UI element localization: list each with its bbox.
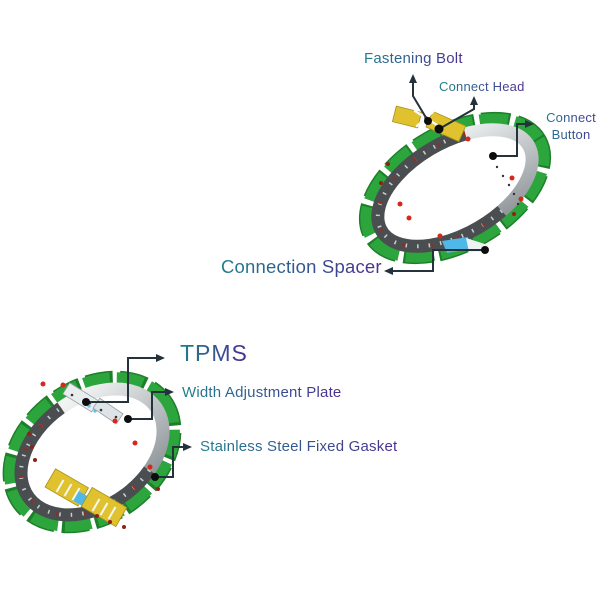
leader-line-fastening-bolt bbox=[409, 74, 429, 122]
plate-rivet-dot bbox=[99, 408, 103, 412]
leader-line-width-adjustment-plate bbox=[128, 388, 174, 420]
red-marker-dot bbox=[437, 233, 443, 239]
dark-red-marker-dot bbox=[122, 525, 126, 529]
dark-red-marker-dot bbox=[108, 520, 112, 524]
leader-line-connect-head bbox=[438, 96, 478, 130]
bolt-hole-dot bbox=[501, 174, 505, 178]
connector-stripe bbox=[91, 498, 101, 512]
anchor-dot-tpms bbox=[82, 398, 90, 406]
red-marker-dot bbox=[518, 196, 524, 202]
bolt-hole-dot bbox=[516, 202, 520, 206]
red-marker-dot bbox=[112, 418, 118, 424]
red-marker-dot bbox=[147, 464, 153, 470]
plate-rivet-dot bbox=[70, 393, 74, 397]
dark-red-marker-dot bbox=[156, 487, 160, 491]
connector-stripe bbox=[55, 479, 65, 493]
label-width-adjustment-plate: Width Adjustment Plate bbox=[182, 384, 342, 401]
leader-line-stainless-steel-fixed-gasket bbox=[155, 443, 192, 478]
top-ring-illustration bbox=[358, 105, 552, 265]
connector-stripe bbox=[107, 506, 117, 520]
leader-line-connection-spacer bbox=[384, 249, 485, 275]
connector-stripe bbox=[71, 487, 81, 501]
red-marker-dot bbox=[465, 136, 471, 142]
bolt-hole-dot bbox=[512, 192, 516, 196]
connector-stripe bbox=[99, 502, 109, 516]
label-stainless-steel-fixed-gasket: Stainless Steel Fixed Gasket bbox=[200, 438, 398, 455]
dark-red-marker-dot bbox=[95, 514, 99, 518]
red-marker-dot bbox=[509, 175, 515, 181]
red-marker-dot bbox=[60, 382, 66, 388]
red-marker-dot bbox=[132, 440, 138, 446]
dark-red-marker-dot bbox=[33, 458, 37, 462]
anchor-dot-fastening-bolt bbox=[424, 117, 432, 125]
anchor-dot-connect-head bbox=[434, 124, 444, 134]
plate-rivet-dot bbox=[114, 415, 118, 419]
stainless-band-dark bbox=[14, 402, 155, 522]
leader-line-tpms bbox=[86, 354, 165, 403]
leader-line-connect-button bbox=[493, 120, 534, 157]
stainless-band-dark bbox=[371, 127, 507, 253]
red-marker-dot bbox=[397, 201, 403, 207]
label-fastening-bolt: Fastening Bolt bbox=[364, 50, 463, 67]
anchor-dot-stainless-steel-fixed-gasket bbox=[151, 473, 159, 481]
bottom-ring-illustration bbox=[2, 370, 182, 534]
label-connect-head: Connect Head bbox=[439, 79, 525, 94]
dark-red-marker-dot bbox=[386, 162, 390, 166]
stainless-band-silver bbox=[463, 123, 539, 216]
dark-red-marker-dot bbox=[27, 432, 31, 436]
dark-red-marker-dot bbox=[30, 445, 34, 449]
dark-red-marker-dot bbox=[512, 212, 516, 216]
anchor-dot-connection-spacer bbox=[481, 246, 489, 254]
bolt-hole-dot bbox=[495, 165, 499, 169]
label-connection-spacer: Connection Spacer bbox=[221, 256, 382, 277]
label-tpms: TPMS bbox=[180, 340, 248, 366]
anchor-dot-connect-button bbox=[489, 152, 497, 160]
label-connect-button: Connect Button bbox=[541, 109, 600, 143]
bolt-hole-dot bbox=[507, 183, 511, 187]
anchor-dot-width-adjustment-plate bbox=[124, 415, 132, 423]
dark-red-marker-dot bbox=[379, 181, 383, 185]
red-marker-dot bbox=[40, 381, 46, 387]
red-marker-dot bbox=[406, 215, 412, 221]
leader-lines bbox=[82, 74, 534, 481]
band-green-segments bbox=[4, 372, 180, 532]
blue-tick bbox=[93, 409, 97, 413]
connector-stripe bbox=[63, 483, 73, 497]
